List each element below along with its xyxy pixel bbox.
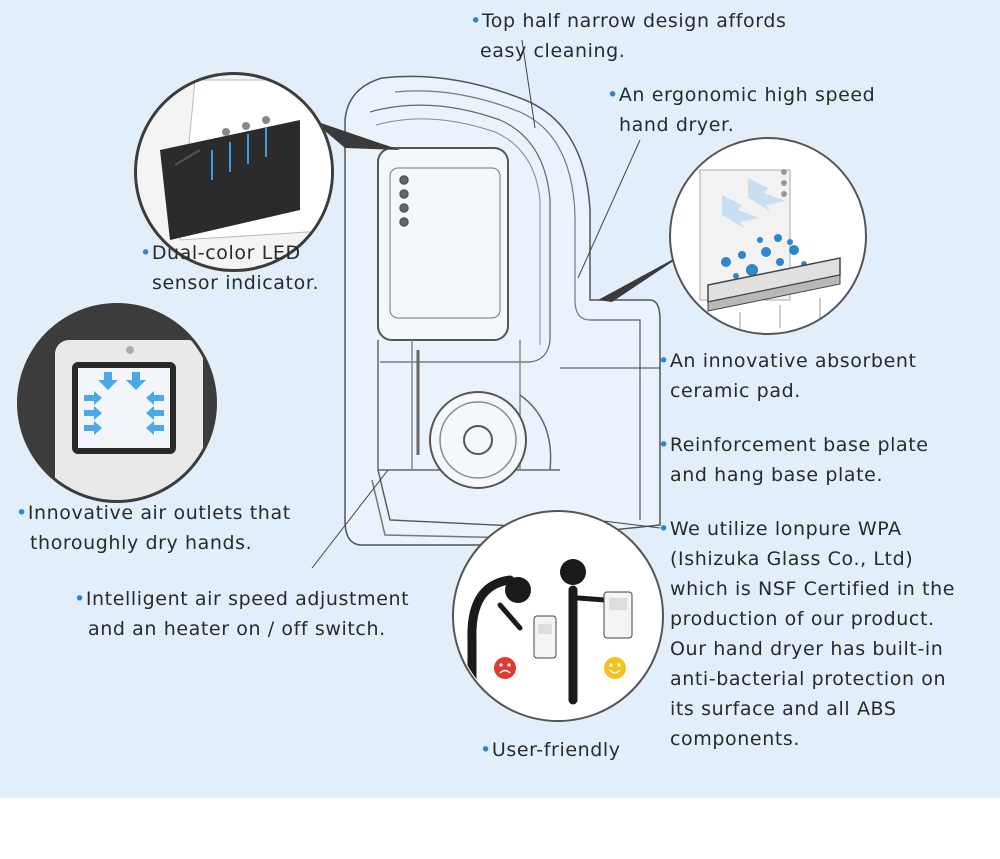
bullet: •	[480, 739, 492, 761]
callout-text: easy cleaning.	[480, 40, 626, 62]
callout-text: Dual-color LED	[151, 242, 301, 264]
callout-text: User-friendly	[491, 739, 621, 761]
callout-ergonomic: •An ergonomic high speed hand dryer.	[607, 80, 875, 140]
callout-text: and an heater on / off switch.	[88, 618, 386, 640]
callout-text: Reinforcement base plate	[669, 434, 929, 456]
callout-text: production of our product.	[670, 608, 935, 630]
callout-text: ceramic pad.	[670, 380, 801, 402]
callout-base-plate: •Reinforcement base plate and hang base …	[658, 430, 929, 490]
callout-text: An ergonomic high speed	[618, 84, 876, 106]
bullet: •	[607, 84, 619, 106]
callout-text: anti-bacterial protection on	[670, 668, 947, 690]
sad-face-icon	[494, 657, 516, 679]
pad-pointer	[598, 250, 690, 302]
callout-top-half: •Top half narrow design affords easy cle…	[470, 6, 787, 66]
callout-text: which is NSF Certified in the	[670, 578, 956, 600]
callout-antibacterial: •We utilize lonpure WPA (Ishizuka Glass …	[658, 514, 955, 754]
callout-ceramic-pad: •An innovative absorbent ceramic pad.	[658, 346, 917, 406]
callout-text: and hang base plate.	[670, 464, 884, 486]
led-pointer	[312, 120, 400, 150]
callout-text: Intelligent air speed adjustment	[85, 588, 410, 610]
callout-text: its surface and all ABS	[670, 698, 897, 720]
callout-air-outlets: •Innovative air outlets that thoroughly …	[16, 498, 291, 558]
air-outlet-arrows-icon	[17, 303, 217, 503]
callout-text: sensor indicator.	[152, 272, 320, 294]
callout-user-friendly: •User-friendly	[480, 735, 621, 765]
bullet: •	[658, 434, 670, 456]
user-friendly-figures-icon	[452, 510, 664, 722]
callout-text: (Ishizuka Glass Co., Ltd)	[670, 548, 914, 570]
bullet: •	[140, 242, 152, 264]
callout-text: thoroughly dry hands.	[30, 532, 253, 554]
callout-text: Innovative air outlets that	[27, 502, 291, 524]
callout-text: Our hand dryer has built-in	[670, 638, 944, 660]
led-sensor-icon	[134, 72, 334, 272]
callout-text: hand dryer.	[619, 114, 735, 136]
bullet: •	[658, 518, 670, 540]
bullet: •	[16, 502, 28, 524]
callout-text: Top half narrow design affords	[481, 10, 787, 32]
callout-text: components.	[670, 728, 801, 750]
leader-lines	[311, 39, 661, 569]
ceramic-pad-icon	[669, 137, 867, 335]
bullet: •	[658, 350, 670, 372]
callout-air-speed: •Intelligent air speed adjustment and an…	[74, 584, 409, 644]
bullet: •	[74, 588, 86, 610]
happy-face-icon	[604, 657, 626, 679]
callout-text: We utilize lonpure WPA	[669, 518, 902, 540]
callout-text: An innovative absorbent	[669, 350, 917, 372]
hand-dryer-illustration	[344, 75, 661, 546]
callout-led-sensor: •Dual-color LED sensor indicator.	[140, 238, 319, 298]
bullet: •	[470, 10, 482, 32]
